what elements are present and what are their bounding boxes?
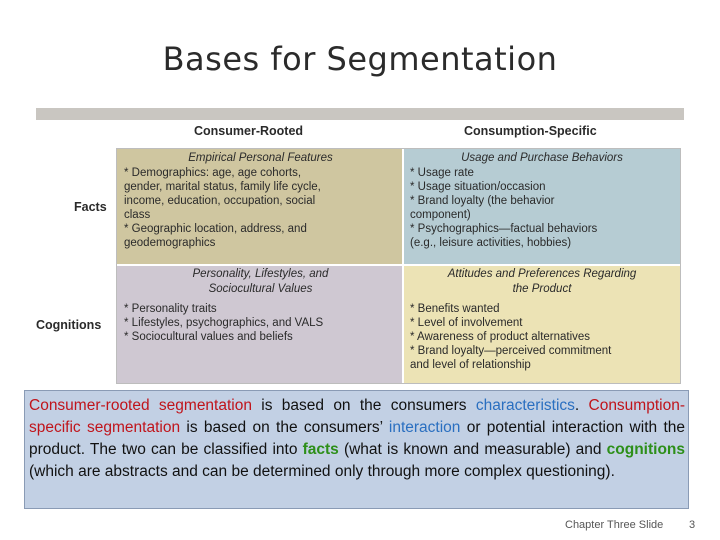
caption-text: or potential interaction with the produc… <box>29 419 685 458</box>
term-characteristics: characteristics <box>475 397 575 414</box>
cell-line: (e.g., leisure activities, hobbies) <box>410 237 572 249</box>
cell-line: component) <box>410 209 471 221</box>
row-header-cognitions: Cognitions <box>36 318 102 332</box>
caption-text: (what is known and measurable) and <box>338 441 607 458</box>
cell-line: * Personality traits <box>124 303 217 315</box>
footer-chapter-label: Chapter Three Slide <box>565 519 664 531</box>
term-consumption-specific: Consumption-specific segmentation <box>29 397 685 436</box>
cell-title-line2: the Product <box>512 283 572 295</box>
cell-line: gender, marital status, family life cycl… <box>124 181 321 193</box>
cell-line: * Awareness of product alternatives <box>410 331 591 343</box>
cell-title-line1: Attitudes and Preferences Regarding <box>447 268 637 280</box>
cell-facts-consumer-rooted: Empirical Personal Features * Demographi… <box>117 149 403 265</box>
column-header-consumer-rooted: Consumer-Rooted <box>194 124 304 138</box>
slide-title: Bases for Segmentation <box>162 40 558 78</box>
cell-line: * Level of involvement <box>410 317 523 329</box>
cell-line: * Psychographics—factual behaviors <box>410 223 598 235</box>
cell-line: * Demographics: age, age cohorts, <box>124 167 302 179</box>
cell-line: * Usage rate <box>410 167 474 179</box>
cell-line: * Lifestyles, psychographics, and VALS <box>124 317 324 329</box>
cell-line: class <box>124 209 151 221</box>
caption-text: is based on the consumers <box>251 397 476 414</box>
caption-text: . <box>574 397 589 414</box>
cell-line: * Brand loyalty (the behavior <box>410 195 555 207</box>
cell-title: Empirical Personal Features <box>188 152 333 164</box>
cell-line: * Brand loyalty—perceived commitment <box>410 345 612 357</box>
row-header-facts: Facts <box>74 200 107 214</box>
cell-line: * Usage situation/occasion <box>410 181 546 193</box>
cell-cognitions-consumption-specific: Attitudes and Preferences Regarding the … <box>403 265 680 383</box>
segmentation-figure: Consumer-Rooted Consumption-Specific Fac… <box>36 108 684 384</box>
cell-title-line1: Personality, Lifestyles, and <box>192 268 329 280</box>
cell-cognitions-consumer-rooted: Personality, Lifestyles, and Sociocultur… <box>117 265 403 383</box>
figure-top-bar <box>36 108 684 120</box>
term-facts: facts <box>302 441 339 458</box>
term-interaction: interaction <box>388 419 461 436</box>
cell-line: * Geographic location, address, and <box>124 223 307 235</box>
grid-vertical-divider <box>402 149 404 383</box>
term-cognitions: cognitions <box>606 441 686 458</box>
caption-text: (which are abstracts and can be determin… <box>29 463 615 480</box>
grid-horizontal-divider <box>117 264 680 266</box>
cell-line: * Sociocultural values and beliefs <box>124 331 293 343</box>
cell-line: * Benefits wanted <box>410 303 500 315</box>
segmentation-grid: Empirical Personal Features * Demographi… <box>116 148 681 384</box>
cell-title-line2: Sociocultural Values <box>208 283 313 295</box>
term-consumer-rooted: Consumer-rooted segmentation <box>29 397 252 414</box>
caption-text: is based on the consumers’ <box>180 419 389 436</box>
cell-line: geodemographics <box>124 237 216 249</box>
column-header-consumption-specific: Consumption-Specific <box>464 124 597 138</box>
cell-title: Usage and Purchase Behaviors <box>461 152 623 164</box>
explanation-textbox: Consumer-rooted segmentation is based on… <box>24 390 689 509</box>
cell-facts-consumption-specific: Usage and Purchase Behaviors * Usage rat… <box>403 149 680 265</box>
cell-line: and level of relationship <box>410 359 531 371</box>
slide-number: 3 <box>689 519 696 531</box>
cell-line: income, education, occupation, social <box>124 195 316 207</box>
